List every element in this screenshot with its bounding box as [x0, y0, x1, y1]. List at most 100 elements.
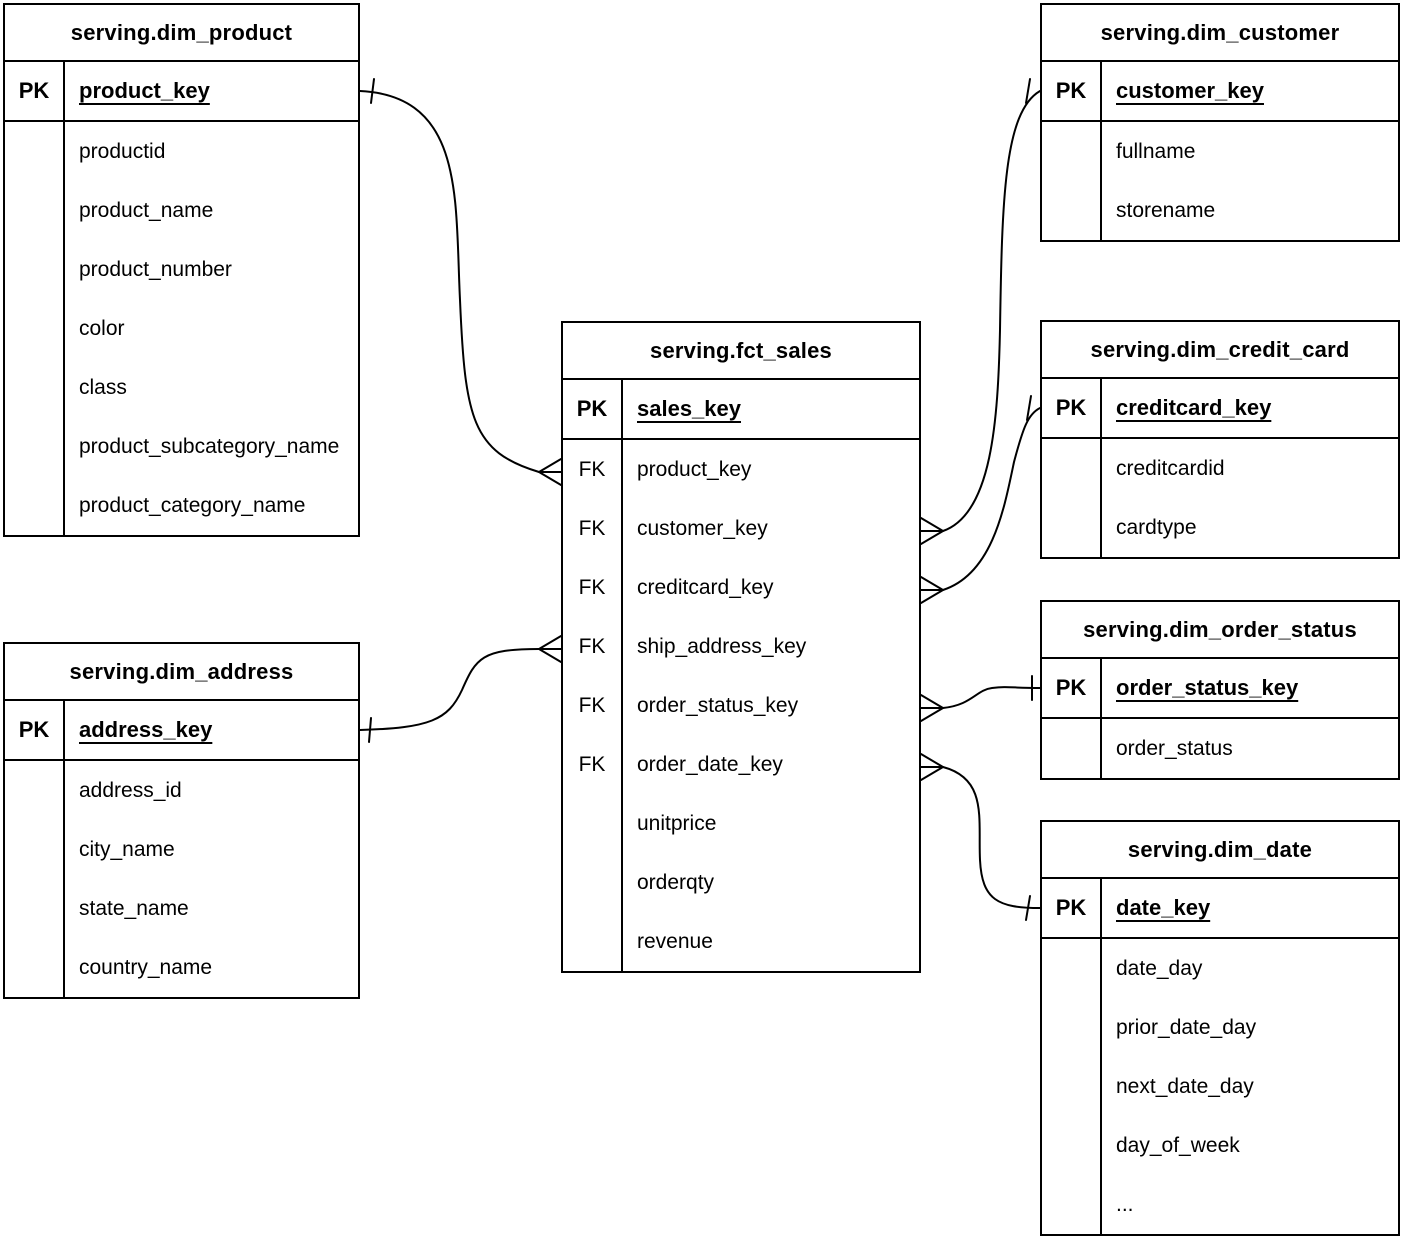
- table-attribute-row: address_​id: [5, 761, 358, 820]
- table-attribute-row: storename: [1042, 181, 1398, 240]
- column-name: next_​date_​day: [1116, 1074, 1254, 1098]
- column-name: product_​key: [637, 457, 752, 481]
- fk-badge: [5, 181, 65, 240]
- column-name: customer_​key: [637, 516, 768, 540]
- table-attribute-row: date_​day: [1042, 939, 1398, 998]
- table-title: serving.dim_product: [5, 5, 358, 62]
- fk-badge: [1042, 498, 1102, 557]
- column-name: fullname: [1116, 139, 1196, 163]
- table-attribute-row: product_​number: [5, 240, 358, 299]
- pk-badge: PK: [1042, 62, 1102, 120]
- relationship-sales-to-customer: [920, 78, 1041, 545]
- table-attribute-row: fullname: [1042, 122, 1398, 181]
- table-attribute-row: country_​name: [5, 938, 358, 997]
- pk-badge: PK: [5, 62, 65, 120]
- fk-badge: FK: [563, 558, 623, 617]
- column-name: day_​of_​week: [1116, 1133, 1240, 1157]
- column-name: order_​status: [1116, 736, 1233, 760]
- table-attribute-row: productid: [5, 122, 358, 181]
- entity-table-dim-order-status: serving.dim_order_status PK order_status…: [1040, 600, 1400, 780]
- fk-badge: FK: [563, 440, 623, 499]
- column-name: product_​category_​name: [79, 493, 306, 517]
- table-title: serving.dim_customer: [1042, 5, 1398, 62]
- table-title: serving.dim_credit_card: [1042, 322, 1398, 379]
- table-attribute-row: color: [5, 299, 358, 358]
- relationship-sales-to-date: [920, 753, 1041, 921]
- table-title: serving.fct_sales: [563, 323, 919, 380]
- pk-badge: PK: [563, 380, 623, 438]
- table-attribute-row: ...: [1042, 1175, 1398, 1234]
- cardinality-one-tick: [1026, 395, 1032, 421]
- cardinality-one-tick: [1025, 895, 1031, 921]
- relationship-line: [942, 90, 1041, 532]
- column-name: cardtype: [1116, 515, 1197, 539]
- table-attribute-row: cardtype: [1042, 498, 1398, 557]
- fk-badge: [5, 761, 65, 820]
- relationship-address-to-sales: [359, 635, 562, 743]
- column-name: product_​number: [79, 257, 232, 281]
- fk-badge: [1042, 1116, 1102, 1175]
- table-attribute-row: prior_​date_​day: [1042, 998, 1398, 1057]
- column-name: creditcard_​key: [637, 575, 774, 599]
- table-attribute-row: class: [5, 358, 358, 417]
- fk-badge: [1042, 939, 1102, 998]
- column-name: ship_​address_​key: [637, 634, 807, 658]
- primary-key-name: creditcard_key: [1116, 395, 1272, 420]
- primary-key-row: PK address_key: [5, 701, 358, 761]
- table-attribute-row: day_​of_​week: [1042, 1116, 1398, 1175]
- relationship-sales-to-orderstatus: [920, 675, 1041, 722]
- relationship-line: [942, 766, 1041, 909]
- column-name: date_​day: [1116, 956, 1203, 980]
- table-attribute-row: state_​name: [5, 879, 358, 938]
- table-title: serving.dim_address: [5, 644, 358, 701]
- table-attribute-row: FK creditcard_​key: [563, 558, 919, 617]
- fk-badge: [5, 938, 65, 997]
- primary-key-row: PK creditcard_key: [1042, 379, 1398, 439]
- pk-badge: PK: [1042, 659, 1102, 717]
- primary-key-row: PK date_key: [1042, 879, 1398, 939]
- crow-foot-many: [538, 635, 562, 663]
- fk-badge: [5, 879, 65, 938]
- column-name: state_​name: [79, 896, 189, 920]
- fk-badge: [5, 240, 65, 299]
- entity-table-dim-product: serving.dim_product PK product_key produ…: [3, 3, 360, 537]
- column-name: orderqty: [637, 870, 715, 894]
- primary-key-name: product_key: [79, 78, 210, 103]
- fk-badge: [563, 912, 623, 971]
- entity-table-dim-address: serving.dim_address PK address_key addre…: [3, 642, 360, 999]
- table-columns: creditcardid cardtype: [1042, 439, 1398, 557]
- entity-table-dim-credit-card: serving.dim_credit_card PK creditcard_ke…: [1040, 320, 1400, 559]
- pk-badge: PK: [5, 701, 65, 759]
- fk-badge: [5, 417, 65, 476]
- crow-foot-many: [920, 576, 944, 604]
- table-columns: fullname storename: [1042, 122, 1398, 240]
- table-attribute-row: revenue: [563, 912, 919, 971]
- primary-key-row: PK customer_key: [1042, 62, 1398, 122]
- fk-badge: [1042, 998, 1102, 1057]
- primary-key-row: PK product_key: [5, 62, 358, 122]
- table-attribute-row: order_​status: [1042, 719, 1398, 778]
- cardinality-one-tick: [1025, 78, 1031, 104]
- primary-key-name: order_status_key: [1116, 675, 1299, 700]
- crow-foot-many: [920, 753, 944, 781]
- table-title: serving.dim_order_status: [1042, 602, 1398, 659]
- column-name: creditcardid: [1116, 456, 1225, 480]
- pk-badge: PK: [1042, 379, 1102, 437]
- column-name: class: [79, 375, 127, 399]
- primary-key-name: address_key: [79, 717, 213, 742]
- column-name: revenue: [637, 929, 713, 953]
- table-columns: date_​day prior_​date_​day next_​date_​day…: [1042, 939, 1398, 1234]
- cardinality-one-tick: [370, 78, 375, 104]
- column-name: prior_​date_​day: [1116, 1015, 1257, 1039]
- column-name: unitprice: [637, 811, 717, 835]
- table-attribute-row: product_​subcategory_​name: [5, 417, 358, 476]
- column-name: country_​name: [79, 955, 213, 979]
- table-attribute-row: FK product_​key: [563, 440, 919, 499]
